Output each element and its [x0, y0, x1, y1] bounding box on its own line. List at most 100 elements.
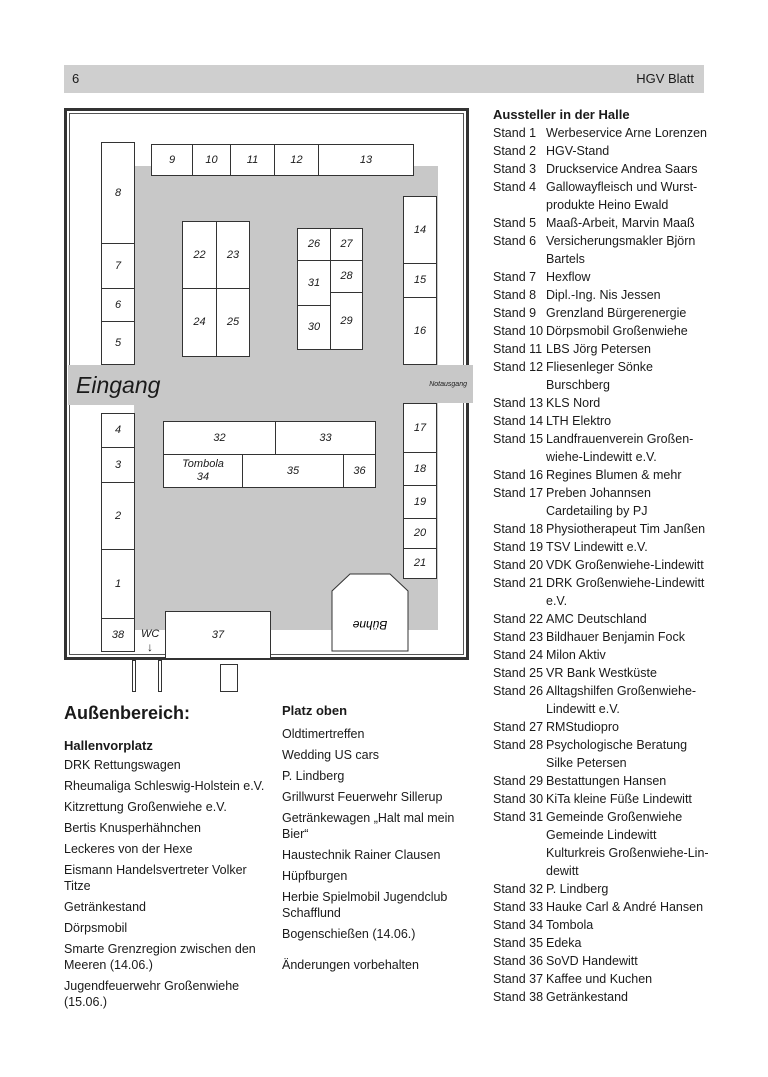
exhibitor-name: Physiotherapeut Tim Janßen — [546, 522, 706, 536]
list-item: Herbie Spielmobil Jugendclub Schafflund — [282, 890, 448, 920]
exhibitor-name: Gemeinde Großenwiehe Gemeinde Lindewitt … — [546, 810, 709, 878]
exhibitor-stand-number: Stand 31 — [493, 810, 544, 824]
booth-6: 6 — [101, 288, 135, 322]
booth-13: 13 — [318, 144, 414, 176]
exhibitor-name: VR Bank Westküste — [546, 666, 657, 680]
booth-17: 17 — [403, 403, 437, 453]
exhibitor-name: Dipl.-Ing. Nis Jessen — [546, 288, 661, 302]
exhibitor-name: Preben Johannsen Cardetailing by PJ — [546, 486, 651, 518]
exhibitor-stand-number: Stand 20 — [493, 558, 544, 572]
exhibitor-stand-number: Stand 29 — [493, 774, 544, 788]
exhibitor-name: Gallowayfleisch und Wurst-produkte Heino… — [546, 180, 698, 212]
list-item: Bogenschießen (14.06.) — [282, 927, 416, 941]
exhibitor-name: Psychologische Beratung Silke Petersen — [546, 738, 688, 770]
exhibitor-stand-number: Stand 11 — [493, 342, 543, 356]
exhibitor-stand-number: Stand 5 — [493, 216, 537, 230]
booth-2: 2 — [101, 482, 135, 550]
exhibitor-stand-number: Stand 12 — [493, 360, 544, 374]
exhibitor-name: RMStudiopro — [546, 720, 619, 734]
list-item: Kitzrettung Großenwiehe e.V. — [64, 800, 227, 814]
exhibitor-stand-number: Stand 18 — [493, 522, 544, 536]
wc-label: WC — [141, 628, 160, 640]
booth-7: 7 — [101, 243, 135, 289]
exhibitor-stand-number: Stand 1 — [493, 126, 537, 140]
exhibitor-name: Tombola — [546, 918, 594, 932]
list-item: P. Lindberg — [282, 769, 345, 783]
booth-11: 11 — [230, 144, 275, 176]
booth-22: 22 — [182, 221, 217, 289]
booth-20: 20 — [403, 518, 437, 549]
exhibitor-stand-number: Stand 23 — [493, 630, 544, 644]
exhibitor-name: AMC Deutschland — [546, 612, 647, 626]
exhibitor-stand-number: Stand 24 — [493, 648, 544, 662]
list-item: Dörpsmobil — [64, 921, 128, 935]
exhibitor-stand-number: Stand 25 — [493, 666, 544, 680]
booth-32: 32 — [163, 421, 276, 455]
booth-29: 29 — [330, 292, 363, 350]
exhibitor-name: LTH Elektro — [546, 414, 612, 428]
booth-15: 15 — [403, 263, 437, 298]
entrance-label: Eingang — [68, 365, 172, 405]
booth-5: 5 — [101, 321, 135, 365]
booth-12: 12 — [274, 144, 319, 176]
booth-9: 9 — [151, 144, 193, 176]
exhibitor-list-heading: Aussteller in der Halle — [493, 107, 630, 122]
door-post-left — [132, 660, 136, 692]
stage: Bühne — [331, 573, 409, 652]
booth-24: 24 — [182, 288, 217, 357]
upper-area-heading: Platz oben — [282, 703, 348, 718]
list-item: Eismann Handelsvertreter Volker Titze — [64, 863, 247, 893]
exhibitor-stand-number: Stand 2 — [493, 144, 537, 158]
exhibitor-stand-number: Stand 16 — [493, 468, 544, 482]
booth-30: 30 — [297, 305, 331, 350]
exhibitor-name: Bildhauer Benjamin Fock — [546, 630, 685, 644]
booth-3: 3 — [101, 447, 135, 483]
exhibitor-name: TSV Lindewitt e.V. — [546, 540, 648, 554]
exhibitor-name: Grenzland Bürgerenergie — [546, 306, 687, 320]
booth-18: 18 — [403, 452, 437, 486]
exhibitor-stand-number: Stand 21 — [493, 576, 544, 590]
booth-34-number: 34 — [196, 471, 210, 483]
exhibitor-stand-number: Stand 14 — [493, 414, 544, 428]
exhibitor-stand-number: Stand 3 — [493, 162, 537, 176]
list-item: Getränkewagen „Halt mal mein Bier“ — [282, 811, 455, 841]
exhibitor-name: LBS Jörg Petersen — [546, 342, 651, 356]
exhibitor-stand-number: Stand 33 — [493, 900, 544, 914]
page-number: 6 — [72, 71, 80, 86]
booth-33: 33 — [275, 421, 376, 455]
exhibitor-stand-number: Stand 7 — [493, 270, 537, 284]
exhibitor-stand-number: Stand 27 — [493, 720, 544, 734]
exhibitor-stand-number: Stand 38 — [493, 990, 544, 1004]
exhibitor-name: Getränkestand — [546, 990, 628, 1004]
exhibitor-stand-number: Stand 4 — [493, 180, 537, 194]
booth-38: 38 — [101, 618, 135, 652]
list-item: Bertis Knusperhähnchen — [64, 821, 201, 835]
exhibitor-stand-number: Stand 34 — [493, 918, 544, 932]
exhibitor-stand-number: Stand 6 — [493, 234, 537, 248]
exhibitor-name: KLS Nord — [546, 396, 601, 410]
booth-21: 21 — [403, 548, 437, 579]
list-item: Grillwurst Feuerwehr Sillerup — [282, 790, 443, 804]
